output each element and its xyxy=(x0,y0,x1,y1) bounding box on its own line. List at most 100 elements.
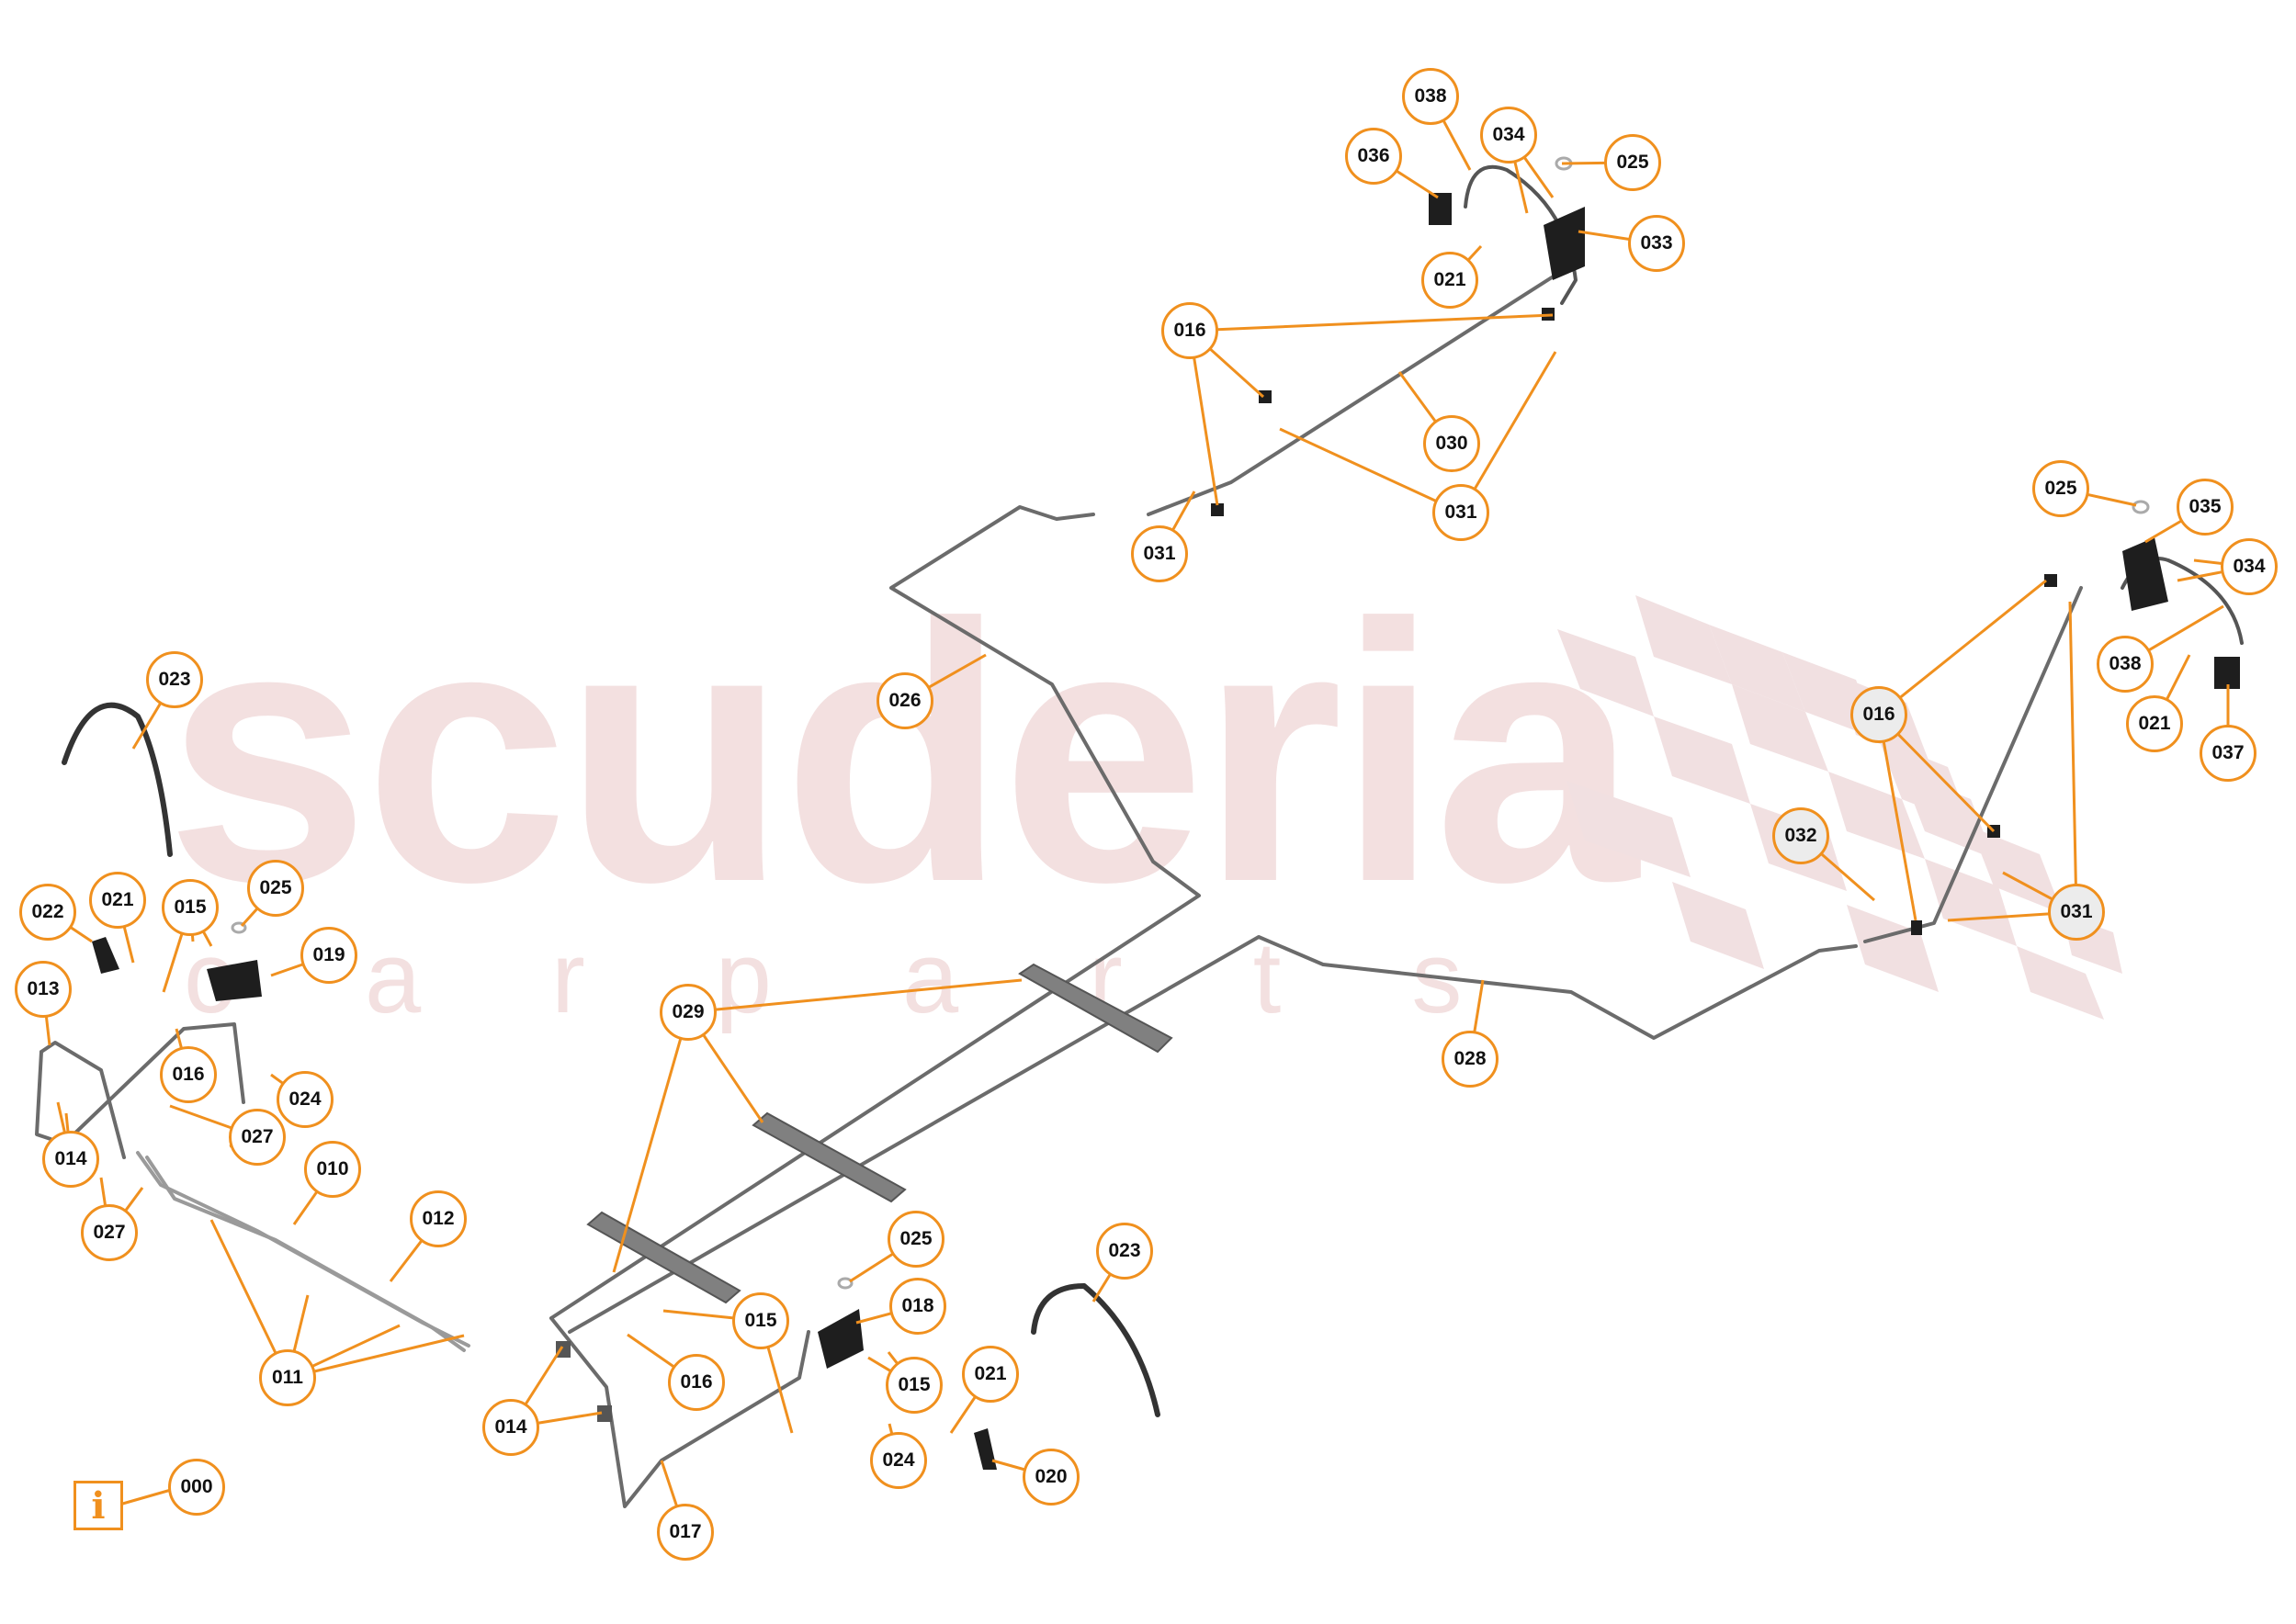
bracket-035 xyxy=(2122,537,2168,611)
callout-031[interactable]: 031 xyxy=(1432,484,1489,541)
callout-015[interactable]: 015 xyxy=(732,1292,789,1349)
callout-019[interactable]: 019 xyxy=(300,927,357,984)
leader-line xyxy=(131,702,162,750)
leader-lines xyxy=(44,119,2230,1507)
leader-line xyxy=(190,934,195,942)
callout-014[interactable]: 014 xyxy=(42,1131,99,1188)
leader-line xyxy=(1947,912,2050,922)
leader-line xyxy=(122,926,135,964)
callout-011[interactable]: 011 xyxy=(259,1349,316,1406)
callout-016[interactable]: 016 xyxy=(160,1046,217,1103)
pipe-023-right xyxy=(1031,1283,1160,1417)
callout-028[interactable]: 028 xyxy=(1442,1031,1499,1088)
callout-000[interactable]: 000 xyxy=(168,1459,225,1516)
callout-033[interactable]: 033 xyxy=(1628,215,1685,272)
callout-036[interactable]: 036 xyxy=(1345,128,1402,185)
clip-037 xyxy=(2214,657,2240,689)
clip-016a xyxy=(1259,390,1272,403)
callout-016[interactable]: 016 xyxy=(1161,302,1218,359)
callout-038[interactable]: 038 xyxy=(1402,68,1459,125)
bracket-033 xyxy=(1544,207,1585,280)
callout-013[interactable]: 013 xyxy=(15,961,72,1018)
leader-line xyxy=(169,1104,232,1130)
clip-036 xyxy=(1429,193,1452,225)
callout-030[interactable]: 030 xyxy=(1423,415,1480,472)
pipe-028 xyxy=(568,935,1858,1334)
callout-016[interactable]: 016 xyxy=(668,1354,725,1411)
pipe-028-up xyxy=(1863,586,2083,943)
leader-line xyxy=(612,1038,683,1273)
callout-024[interactable]: 024 xyxy=(277,1071,334,1128)
callout-021[interactable]: 021 xyxy=(89,872,146,929)
callout-021[interactable]: 021 xyxy=(1421,252,1478,309)
callout-026[interactable]: 026 xyxy=(877,672,933,729)
leader-line xyxy=(202,930,213,947)
leader-line xyxy=(855,1312,892,1325)
leader-line xyxy=(702,1034,764,1123)
info-icon[interactable]: i xyxy=(74,1481,123,1530)
leader-line xyxy=(162,933,184,993)
leader-line xyxy=(292,1294,310,1352)
leader-line xyxy=(1578,230,1630,241)
leader-line xyxy=(44,1016,51,1046)
callout-021[interactable]: 021 xyxy=(2126,695,2183,752)
callout-012[interactable]: 012 xyxy=(410,1190,467,1247)
callout-025[interactable]: 025 xyxy=(247,860,304,917)
leader-line xyxy=(1193,357,1219,506)
leader-line xyxy=(1209,347,1265,399)
callout-034[interactable]: 034 xyxy=(2221,538,2278,595)
leader-line xyxy=(1820,852,1875,902)
pipe-023-left xyxy=(62,702,173,857)
callout-015[interactable]: 015 xyxy=(886,1357,943,1414)
leader-line xyxy=(627,1333,675,1369)
leader-line xyxy=(867,1356,892,1372)
callout-023[interactable]: 023 xyxy=(1096,1223,1153,1280)
leader-line xyxy=(1467,244,1483,261)
callout-034[interactable]: 034 xyxy=(1480,107,1537,164)
callout-029[interactable]: 029 xyxy=(660,984,717,1041)
callout-027[interactable]: 027 xyxy=(229,1109,286,1166)
leader-line xyxy=(2087,492,2137,507)
brake-pipes xyxy=(35,164,2244,1508)
leader-line xyxy=(209,1219,277,1354)
callout-035[interactable]: 035 xyxy=(2177,479,2234,536)
callout-016[interactable]: 016 xyxy=(1850,686,1907,743)
bracket-019 xyxy=(207,960,262,1001)
callout-025[interactable]: 025 xyxy=(1604,134,1661,191)
brackets xyxy=(92,193,2240,1470)
callout-021[interactable]: 021 xyxy=(962,1346,1019,1403)
clip-020 xyxy=(974,1428,997,1470)
callout-037[interactable]: 037 xyxy=(2200,725,2256,782)
callout-017[interactable]: 017 xyxy=(657,1504,714,1561)
leader-line xyxy=(270,1073,284,1085)
callout-018[interactable]: 018 xyxy=(889,1278,946,1335)
callout-032[interactable]: 032 xyxy=(1772,807,1829,864)
leader-line xyxy=(292,1190,319,1225)
leader-line xyxy=(311,1324,401,1368)
callout-025[interactable]: 025 xyxy=(888,1211,944,1268)
callout-025[interactable]: 025 xyxy=(2032,460,2089,517)
callout-022[interactable]: 022 xyxy=(19,884,76,941)
clip-014b xyxy=(597,1405,612,1422)
callout-031[interactable]: 031 xyxy=(2048,884,2105,941)
leader-line xyxy=(715,978,1023,1011)
leader-line xyxy=(1523,156,1555,198)
mounting-plates xyxy=(586,963,1173,1304)
callout-038[interactable]: 038 xyxy=(2097,636,2154,693)
callout-023[interactable]: 023 xyxy=(146,651,203,708)
leader-line xyxy=(1473,351,1557,490)
callout-015[interactable]: 015 xyxy=(162,879,219,936)
callout-010[interactable]: 010 xyxy=(304,1141,361,1198)
leader-line xyxy=(240,908,259,928)
leader-line xyxy=(2177,570,2222,582)
leader-line xyxy=(660,1460,678,1507)
callout-020[interactable]: 020 xyxy=(1023,1449,1080,1506)
pipe-013 xyxy=(35,1041,126,1159)
leader-line xyxy=(1216,313,1554,332)
callout-027[interactable]: 027 xyxy=(81,1204,138,1261)
callout-031[interactable]: 031 xyxy=(1131,525,1188,582)
pipe-030 xyxy=(1147,269,1564,516)
clip-022 xyxy=(92,937,119,974)
callout-024[interactable]: 024 xyxy=(870,1432,927,1489)
callout-014[interactable]: 014 xyxy=(482,1399,539,1456)
